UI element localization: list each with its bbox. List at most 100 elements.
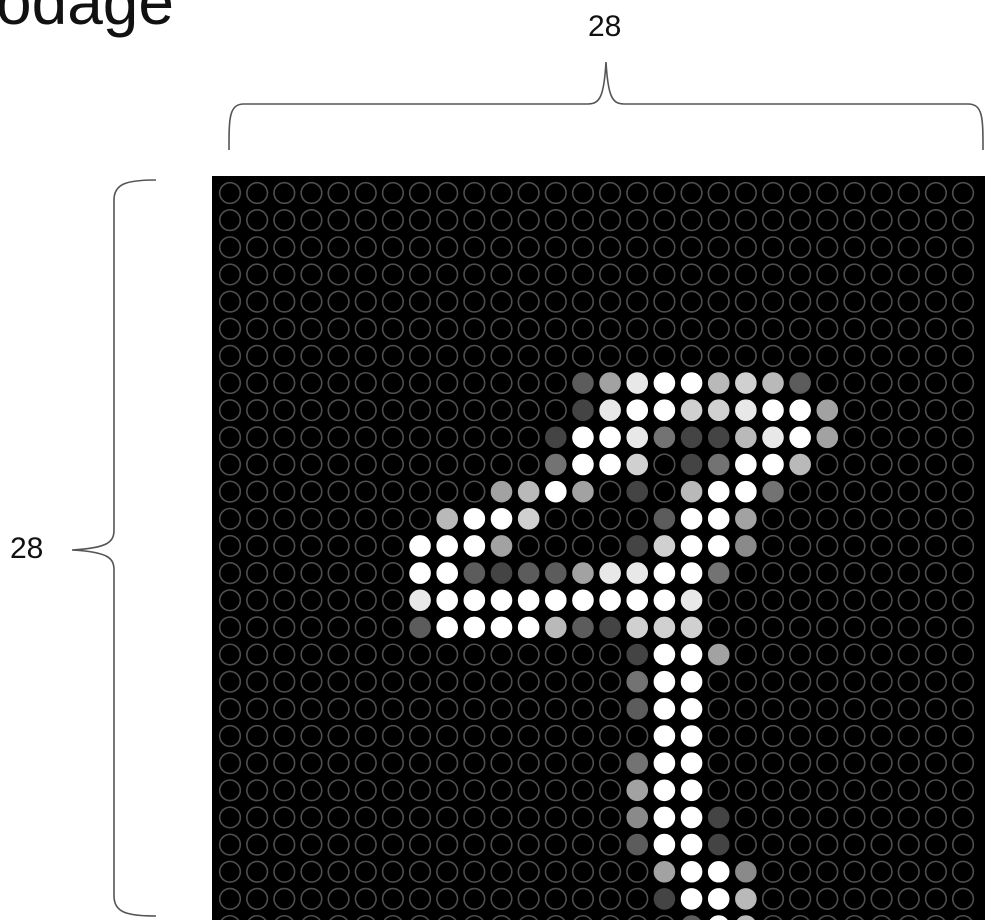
pixel-cell — [355, 807, 376, 828]
pixel-cell — [708, 699, 729, 720]
pixel-cell — [654, 590, 675, 611]
pixel-cell — [844, 291, 865, 312]
pixel-cell — [518, 699, 539, 720]
pixel-cell — [817, 373, 838, 394]
pixel-cell — [926, 454, 947, 475]
pixel-cell — [681, 780, 702, 801]
pixel-cell — [518, 481, 539, 502]
pixel-cell — [654, 346, 675, 367]
pixel-cell — [573, 671, 594, 692]
pixel-cell — [681, 834, 702, 855]
pixel-cell — [817, 563, 838, 584]
pixel-cell — [817, 889, 838, 910]
pixel-cell — [763, 644, 784, 665]
pixel-cell — [898, 237, 919, 258]
pixel-cell — [437, 834, 458, 855]
pixel-cell — [790, 237, 811, 258]
pixel-cell — [953, 536, 974, 557]
pixel-cell — [328, 291, 349, 312]
pixel-cell — [328, 509, 349, 530]
pixel-cell — [817, 644, 838, 665]
pixel-cell — [464, 889, 485, 910]
pixel-cell — [736, 617, 757, 638]
pixel-cell — [410, 861, 431, 882]
pixel-cell — [600, 481, 621, 502]
pixel-cell — [898, 861, 919, 882]
pixel-cell — [926, 889, 947, 910]
pixel-cell — [301, 318, 322, 339]
pixel-cell — [518, 780, 539, 801]
pixel-cell — [491, 400, 512, 421]
pixel-cell — [410, 427, 431, 448]
pixel-cell — [736, 346, 757, 367]
pixel-cell — [871, 889, 892, 910]
pixel-cell — [546, 318, 567, 339]
pixel-cell — [355, 861, 376, 882]
pixel-cell — [926, 590, 947, 611]
pixel-cell — [790, 536, 811, 557]
pixel-cell — [790, 264, 811, 285]
pixel-cell — [518, 536, 539, 557]
pixel-cell — [464, 373, 485, 394]
pixel-cell — [546, 563, 567, 584]
pixel-cell — [383, 617, 404, 638]
pixel-cell — [844, 509, 865, 530]
pixel-cell — [464, 210, 485, 231]
pixel-cell — [898, 400, 919, 421]
pixel-cell — [898, 699, 919, 720]
pixel-cell — [871, 590, 892, 611]
pixel-cell — [383, 210, 404, 231]
pixel-cell — [681, 536, 702, 557]
pixel-cell — [953, 264, 974, 285]
pixel-cell — [491, 237, 512, 258]
pixel-cell — [898, 264, 919, 285]
pixel-cell — [247, 889, 268, 910]
pixel-cell — [355, 699, 376, 720]
pixel-cell — [301, 454, 322, 475]
pixel-cell — [871, 400, 892, 421]
pixel-cell — [274, 210, 295, 231]
pixel-cell — [355, 454, 376, 475]
pixel-cell — [898, 210, 919, 231]
pixel-cell — [491, 644, 512, 665]
pixel-cell — [871, 861, 892, 882]
pixel-cell — [573, 617, 594, 638]
pixel-cell — [518, 373, 539, 394]
pixel-cell — [220, 617, 241, 638]
pixel-cell — [844, 617, 865, 638]
pixel-cell — [898, 183, 919, 204]
pixel-cell — [247, 427, 268, 448]
pixel-cell — [654, 291, 675, 312]
pixel-cell — [898, 454, 919, 475]
pixel-cell — [654, 183, 675, 204]
pixel-cell — [953, 563, 974, 584]
pixel-cell — [355, 726, 376, 747]
pixel-cell — [220, 536, 241, 557]
pixel-cell — [763, 780, 784, 801]
pixel-cell — [383, 861, 404, 882]
pixel-cell — [546, 427, 567, 448]
pixel-cell — [600, 210, 621, 231]
pixel-cell — [301, 753, 322, 774]
pixel-cell — [546, 753, 567, 774]
pixel-cell — [491, 291, 512, 312]
pixel-cell — [491, 753, 512, 774]
pixel-cell — [491, 509, 512, 530]
pixel-cell — [220, 291, 241, 312]
pixel-cell — [328, 427, 349, 448]
pixel-cell — [437, 291, 458, 312]
pixel-cell — [654, 753, 675, 774]
pixel-cell — [437, 536, 458, 557]
pixel-cell — [844, 834, 865, 855]
pixel-cell — [736, 318, 757, 339]
pixel-cell — [736, 861, 757, 882]
pixel-cell — [708, 509, 729, 530]
pixel-cell — [410, 726, 431, 747]
pixel-cell — [274, 780, 295, 801]
pixel-cell — [491, 590, 512, 611]
pixel-cell — [220, 563, 241, 584]
pixel-cell — [953, 861, 974, 882]
pixel-cell — [410, 237, 431, 258]
pixel-cell — [763, 346, 784, 367]
pixel-cell — [871, 807, 892, 828]
